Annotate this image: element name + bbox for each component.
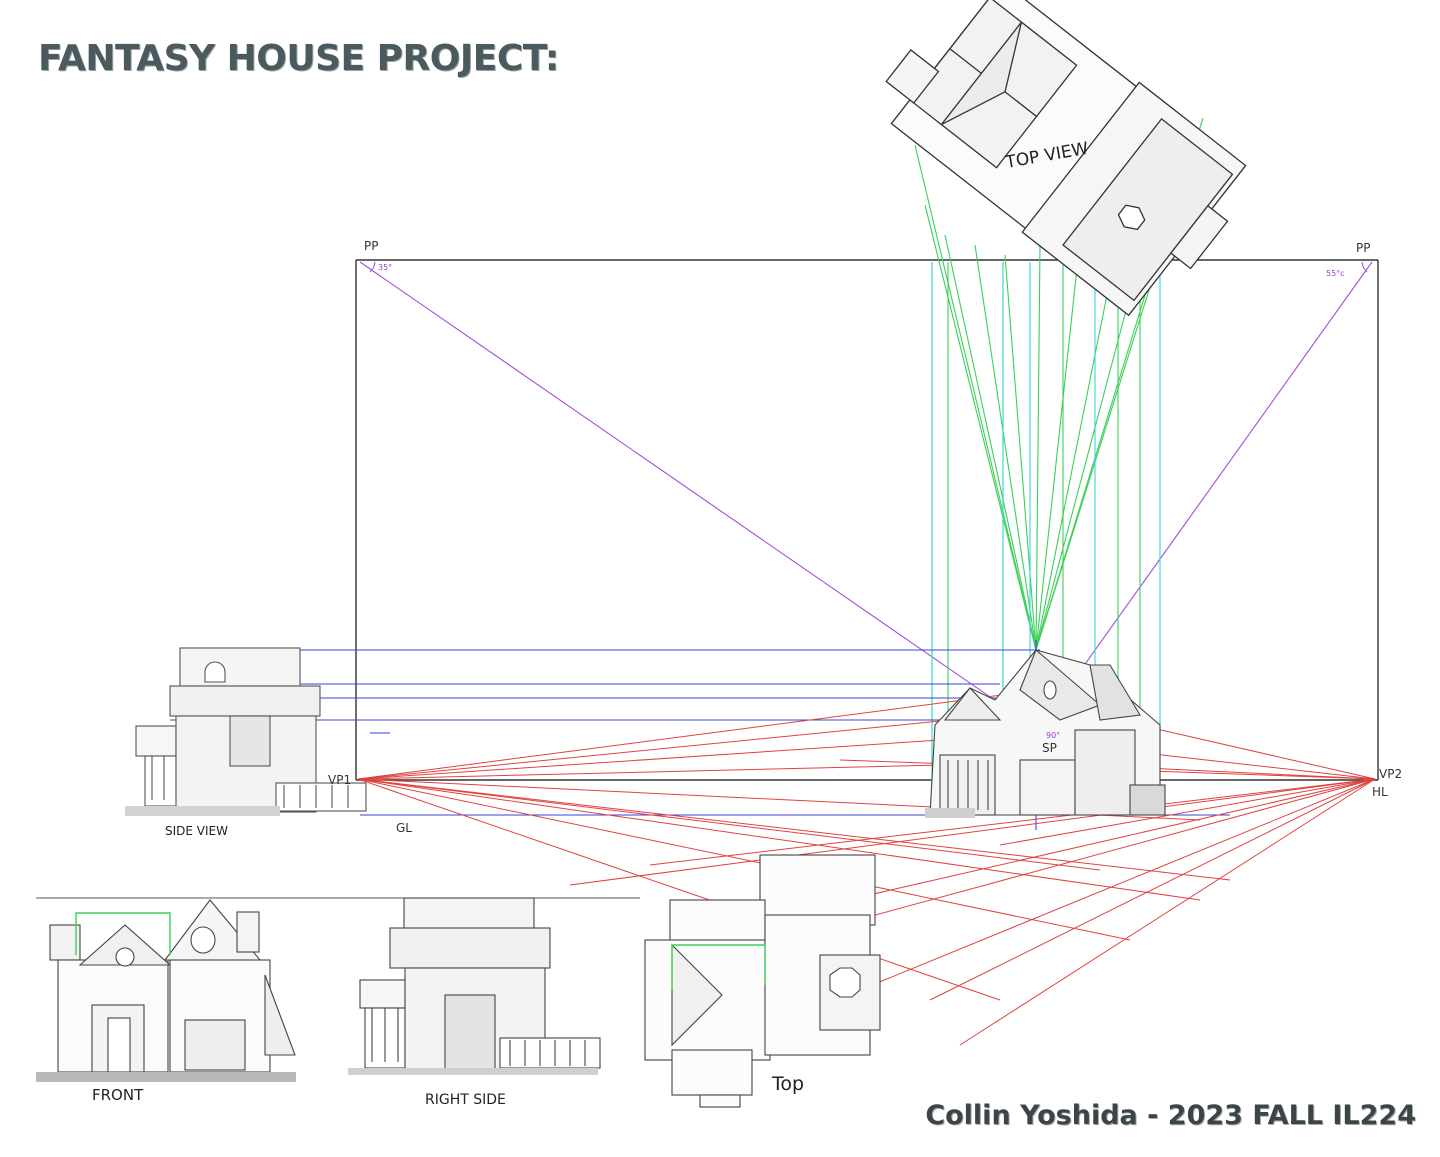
- vp1-ray: [357, 778, 1001, 1001]
- vp1-ray: [357, 778, 1201, 901]
- green-projection-line: [1035, 229, 1121, 651]
- right-side-elevation: [348, 897, 601, 1075]
- front-elevation: [36, 897, 640, 1082]
- vp2-ray: [569, 778, 1376, 886]
- front-label: FRONT: [92, 1086, 144, 1104]
- right-side-label: RIGHT SIDE: [425, 1092, 506, 1108]
- vp1-label: VP1: [328, 773, 351, 787]
- vp2-ray: [959, 778, 1376, 1046]
- hl-label: HL: [1372, 785, 1388, 799]
- pp-left-label: PP: [364, 239, 378, 253]
- vp1-ray: [357, 778, 1231, 881]
- vp1-ray: [357, 689, 1041, 780]
- side-view-label: SIDE VIEW: [165, 824, 228, 838]
- green-projection-line: [944, 234, 1037, 651]
- page-title: FANTASY HOUSE PROJECT:: [38, 38, 559, 79]
- angle-sp-label: 90°: [1046, 731, 1060, 740]
- side-view-house: [125, 647, 367, 816]
- green-projection-line: [1035, 244, 1041, 651]
- vp2-ray: [929, 778, 1376, 1001]
- vp2-ray: [859, 778, 1376, 991]
- green-projection-line: [1035, 239, 1081, 651]
- pp-right-label: PP: [1356, 241, 1370, 255]
- top-label: Top: [771, 1073, 804, 1095]
- vp2-ray: [649, 778, 1376, 866]
- author-credit: Collin Yoshida - 2023 FALL IL224: [925, 1100, 1416, 1131]
- angle-right-label: 55°c: [1326, 269, 1345, 278]
- green-projection-line: [974, 244, 1037, 651]
- green-projection-line: [914, 144, 1037, 651]
- vp1-ray: [357, 778, 1131, 941]
- vp2-ray: [999, 778, 1376, 846]
- top-view-house: [885, 0, 1247, 317]
- top-plan-view: [644, 854, 881, 1108]
- green-projection-line: [1004, 254, 1037, 651]
- perspective-house: [925, 649, 1166, 818]
- sp-label: SP: [1042, 741, 1057, 755]
- gl-label: GL: [396, 821, 412, 835]
- vp1-ray: [357, 714, 1001, 780]
- angle-left-label: 35°: [378, 263, 392, 272]
- vp1-ray: [357, 739, 941, 780]
- station-point-angle-lines: [359, 261, 1373, 731]
- picture-plane-frame: [355, 259, 1379, 781]
- green-projection-line: [924, 204, 1037, 651]
- vp1-ray: [357, 778, 1101, 871]
- blue-height-lines: [170, 640, 1230, 830]
- vp2-label: VP2: [1379, 767, 1402, 781]
